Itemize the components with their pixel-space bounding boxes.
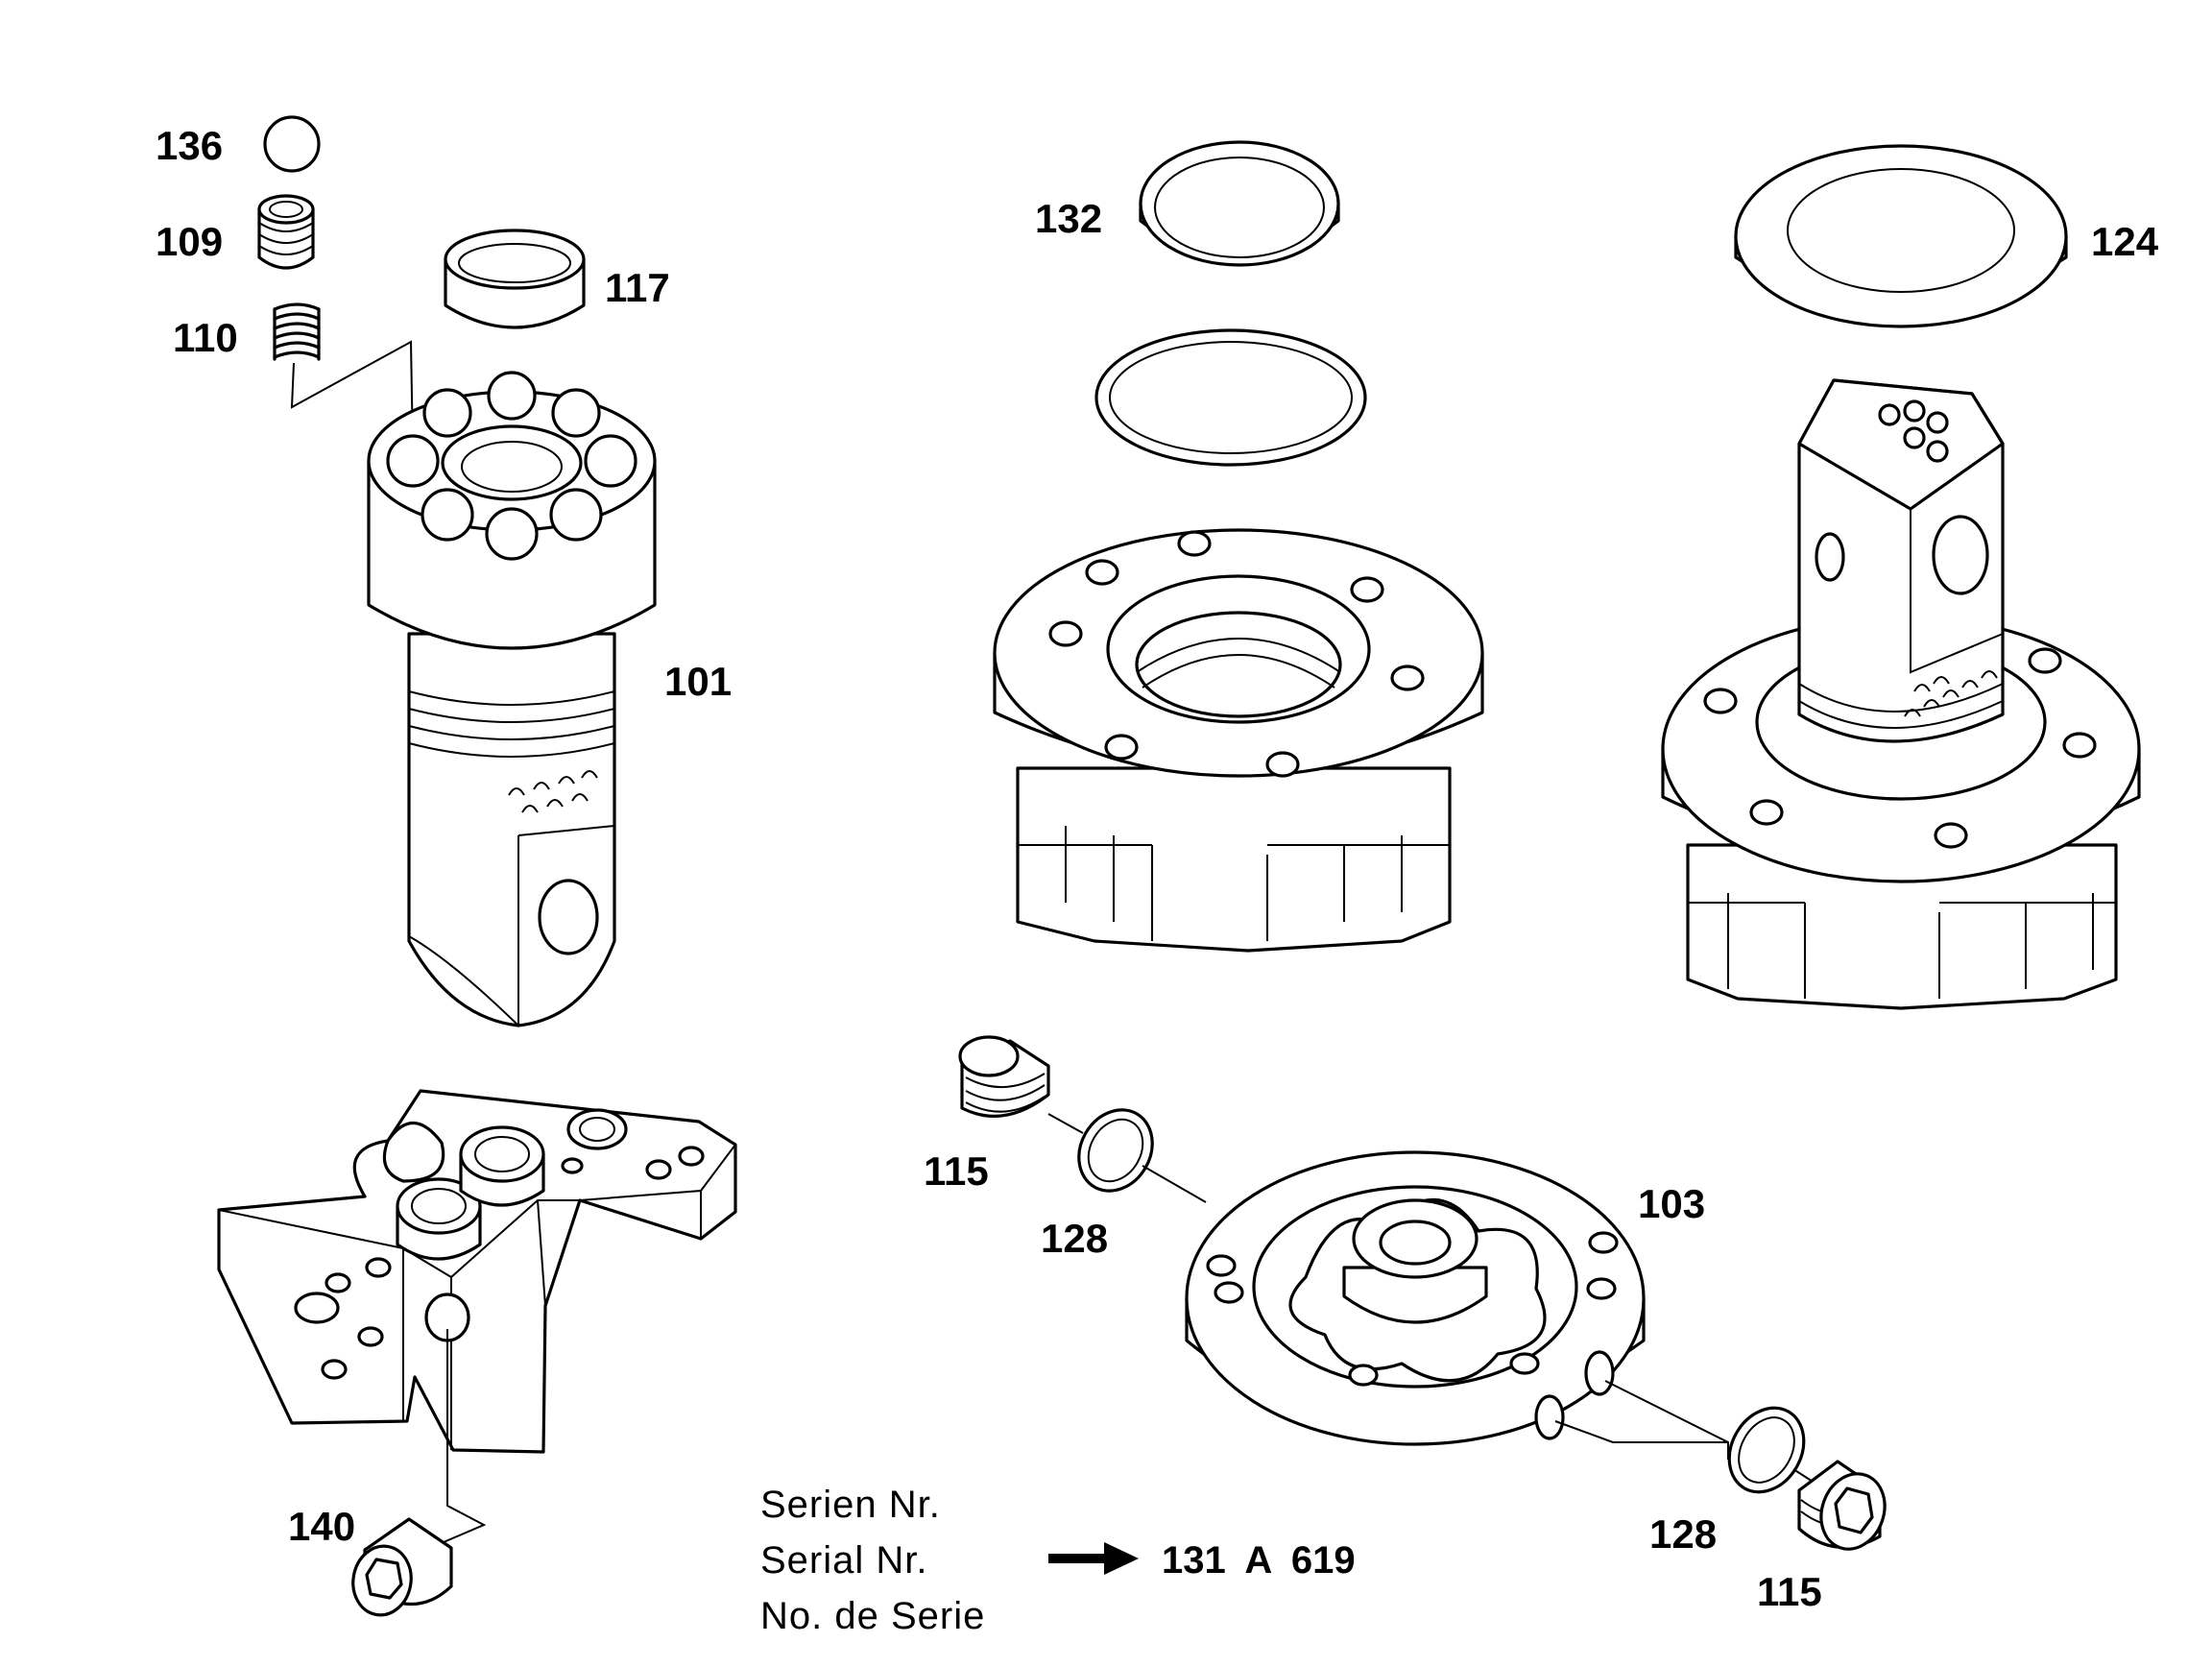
- leader-140: [443, 1329, 487, 1543]
- label-103: 103: [1638, 1181, 1705, 1226]
- serial-label-en: Serial Nr.: [760, 1539, 928, 1582]
- label-115-lower: 115: [1757, 1569, 1822, 1614]
- leader-128a: [1142, 1165, 1207, 1203]
- part-110-spring: [273, 302, 321, 361]
- label-136: 136: [156, 123, 223, 168]
- label-115-upper: 115: [924, 1148, 989, 1194]
- part-124-washer: [1734, 144, 2068, 328]
- label-101: 101: [664, 659, 732, 704]
- leader-115a: [1047, 1113, 1084, 1134]
- part-115-plug-a: [958, 1035, 1050, 1118]
- leader-110: [290, 340, 414, 452]
- part-shaft-assembly: [1661, 378, 2141, 1010]
- part-128-seal-b: [1727, 1406, 1806, 1494]
- serial-label-fr: No. de Serie: [760, 1595, 985, 1637]
- part-109-plug: [257, 194, 315, 270]
- part-128-seal-a: [1077, 1108, 1154, 1193]
- part-valve-block: [217, 1089, 737, 1454]
- part-center-housing: [993, 528, 1484, 953]
- label-140: 140: [288, 1504, 355, 1549]
- label-117: 117: [605, 265, 670, 310]
- part-115-plug-b: [1797, 1460, 1887, 1551]
- part-140-screw: [351, 1517, 453, 1617]
- label-132: 132: [1035, 196, 1102, 241]
- label-128-upper: 128: [1041, 1216, 1108, 1261]
- part-117-ring: [444, 229, 586, 329]
- label-124: 124: [2091, 219, 2159, 264]
- part-103-plate: [1185, 1150, 1646, 1446]
- part-136-ball: [263, 115, 321, 173]
- serial-number: 131 A 619: [1162, 1539, 1356, 1582]
- part-132-ring-lower: [1094, 328, 1367, 467]
- serial-label-de: Serien Nr.: [760, 1484, 941, 1526]
- label-109: 109: [156, 219, 223, 264]
- part-101-cylinder-block: [367, 371, 657, 1027]
- label-110: 110: [173, 315, 238, 360]
- part-132-ring-upper: [1139, 140, 1340, 267]
- arrow-icon: [1048, 1542, 1139, 1575]
- label-128-lower: 128: [1649, 1511, 1717, 1557]
